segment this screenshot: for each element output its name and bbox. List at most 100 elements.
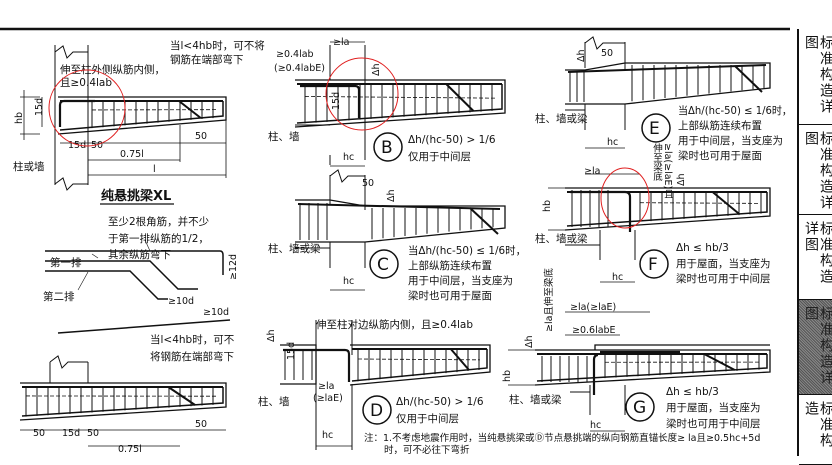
dim-12d: ≥12d <box>228 254 239 280</box>
xl-note-2: 于第一排纵筋的1/2， <box>108 232 209 245</box>
line-3: 梁时也可用于中间层 <box>676 272 771 285</box>
support-label: 柱、墙或梁 <box>268 242 321 255</box>
side-tab-title: 标准构造详图 <box>803 221 832 299</box>
break-mark <box>55 46 88 58</box>
side-tab-3[interactable]: 标准构造详图梁 <box>799 300 832 395</box>
dim-06labe: ≥0.6labE <box>572 325 616 336</box>
xl-labels: 纯悬挑梁XL 至少2根角筋，并不少 于第一排纵筋的1/2， 其余纵筋弯下 第一排… <box>43 188 239 318</box>
support-label: 柱、墙或梁 <box>535 232 588 245</box>
break-mark <box>50 356 88 368</box>
side-tab-title: 标准构造详图 <box>803 131 832 214</box>
break-mark <box>55 178 88 190</box>
detail-label-e: E <box>649 119 660 139</box>
beam-bl-bottom-bar <box>22 387 223 416</box>
condition: Δh ≤ hb/3 <box>676 242 729 254</box>
beam-d-bottom-bar <box>352 349 487 381</box>
xl-title: 纯悬挑梁XL <box>101 188 171 204</box>
dim-la: ≥la <box>584 166 600 177</box>
dim-50: 50 <box>362 178 374 189</box>
dim-hc: hc <box>343 152 354 163</box>
note-2: 将钢筋在端部弯下 <box>150 350 234 363</box>
dim-hc: hc <box>343 276 354 287</box>
side-tab-2[interactable]: 标准构造详图剪力墙 <box>799 215 832 300</box>
note-extend: 伸至柱对边纵筋内侧，且≥0.4lab <box>316 318 473 331</box>
beam-e-diagonal-bar <box>735 66 762 92</box>
usage: 仅用于中间层 <box>396 412 459 425</box>
dim-15d: 15d <box>34 98 45 116</box>
side-tab-title: 标准构造详图 <box>803 35 832 124</box>
detail-label-f: F <box>648 255 658 275</box>
row-2-label: 第二排 <box>43 290 75 303</box>
line-3: 用于中间层，当支座为 <box>408 274 513 287</box>
xl-note-1: 至少2根角筋，并不少 <box>108 215 209 228</box>
beam-g-step <box>595 345 770 350</box>
dim-dh: Δh <box>266 329 277 342</box>
dim-04labe: (≥0.4labE) <box>274 63 325 74</box>
detail-label-b: B <box>381 138 393 158</box>
hooked-top-bar <box>300 86 359 118</box>
line-3: 用于中间层，当支座为 <box>678 134 783 147</box>
dim-04lab: ≥0.4lab <box>276 49 314 60</box>
note-short-1: 当l<4hb时，可不将 <box>170 39 265 52</box>
break-mark <box>330 170 365 182</box>
dim-15d: 15d <box>62 428 80 439</box>
dim-15d: 15d <box>331 92 342 110</box>
side-tab-title: 标准构造 <box>803 401 832 464</box>
hooked-top-bar <box>60 101 95 127</box>
note-extend-2: 且≥0.4lab <box>60 77 112 89</box>
bottom-left-labels: 当l<4hb时，可不 将钢筋在端部弯下 50 15d 50 0.75l 50 <box>33 333 235 455</box>
line-2: 上部纵筋连续布置 <box>678 119 762 132</box>
dim-dh: Δh <box>676 173 687 186</box>
dim-hb: hb <box>502 370 513 382</box>
dim-075l: 0.75l <box>120 149 144 160</box>
line-1: 当Δh/(hc-50) ≤ 1/6时， <box>408 244 526 257</box>
support-label: 柱、墙或梁 <box>509 393 562 406</box>
dim-50-a: 50 <box>33 428 45 439</box>
dim-hc: hc <box>612 272 623 283</box>
footnote-line-2: 时，可不必往下弯折 <box>384 444 470 456</box>
side-tab-1[interactable]: 标准构造详图柱 <box>799 125 832 215</box>
support-label: 柱、墙或梁 <box>535 112 588 125</box>
dim-lae: (≥laE) <box>313 393 343 404</box>
dim-hc: hc <box>590 420 601 431</box>
dim-15d: 15d <box>286 342 297 360</box>
side-tab-title: 标准构造详图 <box>803 306 832 394</box>
line-4: 梁时也可用于屋面 <box>678 149 762 162</box>
panel-c-labels: 50 Δh 柱、墙或梁 hc 当Δh/(hc-50) ≤ 1/6时， 上部纵筋连… <box>268 178 526 302</box>
note-short-2: 钢筋在端部弯下 <box>170 53 244 66</box>
line-2: 用于屋面，当支座为 <box>666 401 761 414</box>
condition: Δh/(hc-50) > 1/6 <box>396 396 484 408</box>
line-1: 当Δh/(hc-50) ≤ 1/6时， <box>678 104 790 117</box>
xl-note-3: 其余纵筋弯下 <box>108 248 171 261</box>
dim-075l: 0.75l <box>118 444 142 455</box>
dim-50-b: 50 <box>87 428 99 439</box>
condition: Δh/(hc-50) > 1/6 <box>408 134 496 146</box>
beam-d-dashed <box>358 359 480 360</box>
line-4: 梁时也可用于屋面 <box>408 289 492 302</box>
dim-10d-b: ≥10d <box>203 307 229 318</box>
dim-50: 50 <box>601 48 613 59</box>
line-3: 梁时也可用于中间层 <box>666 417 761 430</box>
beam-g-bottom-bar <box>537 354 767 381</box>
dim-hc: hc <box>607 137 618 148</box>
support-label: 柱、墙 <box>258 395 290 408</box>
dim-dh: Δh <box>386 189 397 202</box>
detail-drawing: 伸至柱外侧纵筋内侧， 且≥0.4lab 当l<4hb时，可不将 钢筋在端部弯下 … <box>0 0 790 456</box>
dim-la: ≥la(≥laE) <box>570 302 616 313</box>
dim-hb: hb <box>14 112 25 124</box>
row-1-label: 第一排 <box>50 256 82 269</box>
dim-dh: Δh <box>524 335 535 348</box>
side-tab-4[interactable]: 标准构造板 <box>799 395 832 465</box>
dim-dh: Δh <box>371 63 382 76</box>
dim-la: ≥la <box>318 381 334 392</box>
support-label: 柱、墙 <box>268 130 300 143</box>
leader <box>78 272 88 290</box>
dim-10d-a: ≥10d <box>168 296 194 307</box>
panel-a-labels: 伸至柱外侧纵筋内侧， 且≥0.4lab 当l<4hb时，可不将 钢筋在端部弯下 … <box>13 39 265 175</box>
panel-f-dim-vertical: ≥la(≥laE)且伸至梁底 <box>651 143 673 203</box>
footnote-line-1: 注：1.不考虑地震作用时，当纯悬挑梁或Ⓓ节点悬挑端的纵向钢筋直锚长度≥ la且≥… <box>364 432 760 444</box>
leader <box>92 254 98 258</box>
line-2: 上部纵筋连续布置 <box>408 259 492 272</box>
side-tab-0[interactable]: 标准构造详图一般构造 <box>799 29 832 125</box>
note-1: 当l<4hb时，可不 <box>150 333 235 346</box>
